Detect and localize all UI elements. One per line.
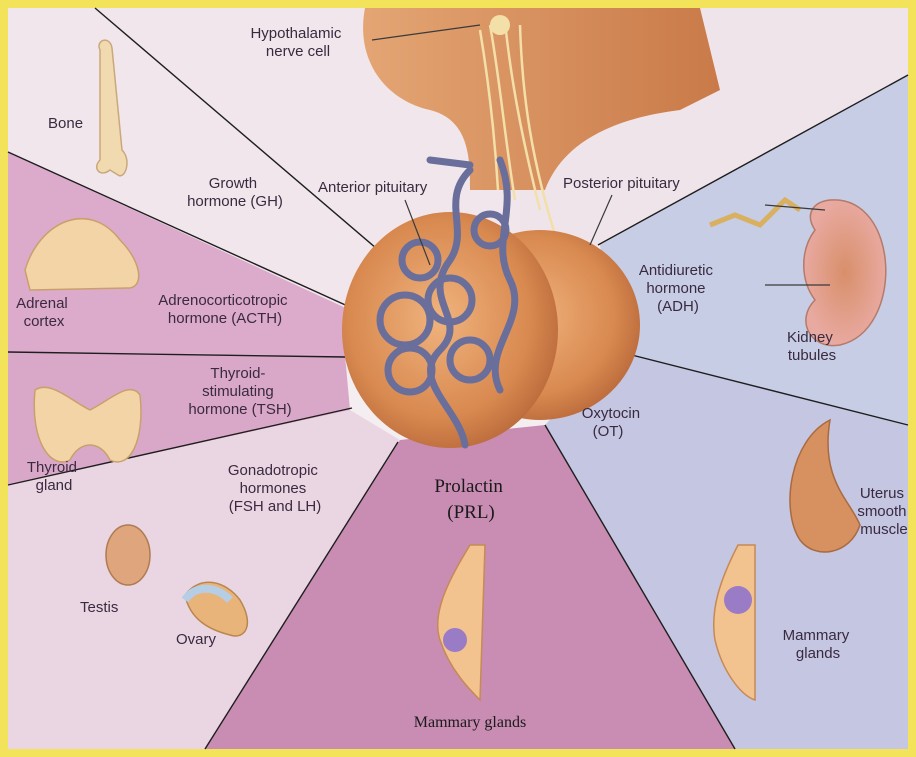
posterior-pituitary-label: Posterior pituitary [563,175,680,192]
uterus-label: Uterus smooth muscle [857,485,910,538]
gonadotropic-label: Gonadotropic hormones (FSH and LH) [228,462,322,515]
testis-label: Testis [80,599,118,616]
anterior-pituitary-label: Anterior pituitary [318,179,428,196]
kidney-tubules-label: Kidney tubules [787,329,837,364]
adrenal-cortex-label: Adrenal cortex [16,295,72,330]
bone-label: Bone [48,115,83,132]
nerve-cell-body [490,15,510,35]
ovary-label: Ovary [176,631,217,648]
mammary-glands-center-label: Mammary glands [414,714,526,731]
testis-illustration [106,525,150,585]
acth-label: Adrenocorticotropic hormone (ACTH) [158,292,291,327]
mammary-lobules [443,628,467,652]
mammary-lobules [724,586,752,614]
